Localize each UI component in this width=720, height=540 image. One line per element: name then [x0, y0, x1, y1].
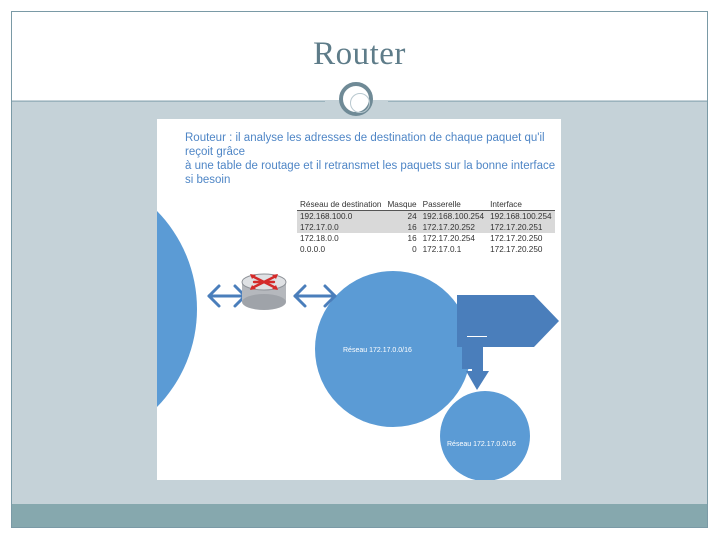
routing-table-header: Réseau de destination Masque Passerelle … — [297, 199, 555, 211]
routing-table: Réseau de destination Masque Passerelle … — [297, 199, 555, 255]
col-interface: Interface — [487, 199, 555, 211]
table-row: 0.0.0.0 0 172.17.0.1 172.17.20.250 — [300, 245, 543, 254]
double-arrow-icon-left — [207, 284, 247, 308]
network-label-middle: Réseau 172.17.0.0/16 — [343, 347, 412, 354]
network-diagram-graphics — [157, 211, 559, 480]
network-circle-left — [157, 211, 197, 407]
title-ring-ornament — [339, 82, 373, 116]
caption-line-1: Routeur : il analyse les adresses de des… — [185, 132, 545, 158]
title-rule-left — [12, 101, 325, 102]
slide-frame: Router — [11, 11, 708, 528]
table-row: 192.168.100.0 24 192.168.100.254 192.168… — [297, 210, 555, 222]
table-row: 172.17.0.0 16 172.17.20.252 172.17.20.25… — [297, 222, 555, 233]
network-label-bottom: Réseau 172.17.0.0/16 — [447, 441, 516, 448]
col-destination: Réseau de destination — [297, 199, 385, 211]
col-mask: Masque — [384, 199, 420, 211]
network-circle-middle — [315, 271, 471, 427]
table-row: 172.18.0.0 16 172.17.20.254 172.17.20.25… — [300, 234, 543, 243]
junction-arrow-icon — [457, 295, 559, 390]
slide-footer-bar — [12, 504, 707, 527]
caption-line-2: à une table de routage et il retransmet … — [185, 160, 556, 186]
col-gateway: Passerelle — [419, 199, 488, 211]
title-rule-right — [388, 101, 707, 102]
router-icon — [241, 273, 287, 310]
double-arrow-icon-right — [293, 284, 337, 308]
diagram-caption: Routeur : il analyse les adresses de des… — [185, 131, 557, 187]
slide-title: Router — [313, 36, 406, 72]
network-diagram-image: Routeur : il analyse les adresses de des… — [157, 119, 561, 480]
network-circle-bottom — [440, 391, 530, 480]
